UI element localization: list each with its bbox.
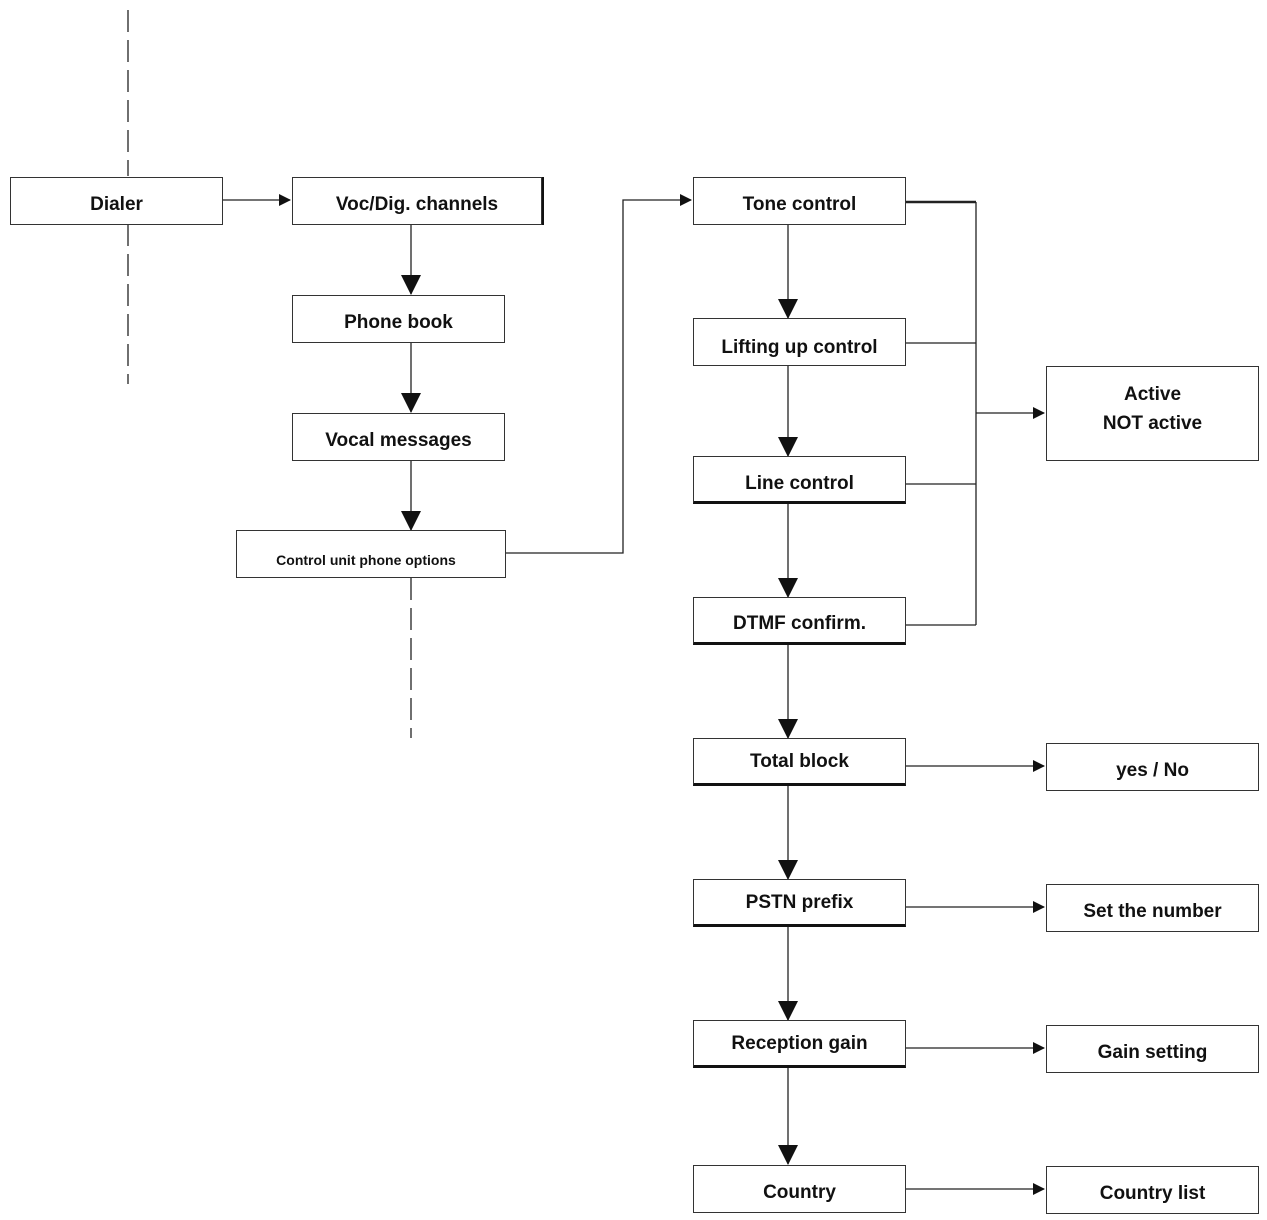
total-block-label: Total block (750, 750, 849, 772)
total-block-box: Total block (693, 738, 906, 786)
country-list-label: Country list (1099, 1182, 1206, 1204)
vocal-messages-box: Vocal messages (292, 413, 505, 461)
tone-control-label: Tone control (742, 193, 857, 215)
country-box: Country (693, 1165, 906, 1213)
gain-setting-label: Gain setting (1097, 1041, 1208, 1063)
yes-no-label: yes / No (1116, 759, 1189, 781)
dtmf-confirm-box: DTMF confirm. (693, 597, 906, 645)
dialer-box: Dialer (10, 177, 223, 225)
dialer-label: Dialer (90, 193, 143, 215)
gain-setting-box: Gain setting (1046, 1025, 1259, 1073)
yes-no-box: yes / No (1046, 743, 1259, 791)
reception-gain-box: Reception gain (693, 1020, 906, 1068)
voc-dig-channels-box: Voc/Dig. channels (292, 177, 542, 225)
tone-control-box: Tone control (693, 177, 906, 225)
not-active-label: NOT active (1102, 412, 1203, 434)
phone-book-box: Phone book (292, 295, 505, 343)
control-unit-phone-options-box: Control unit phone options (236, 530, 506, 578)
phone-book-label: Phone book (344, 311, 453, 333)
pstn-prefix-box: PSTN prefix (693, 879, 906, 927)
set-the-number-label: Set the number (1083, 900, 1222, 922)
lifting-up-control-label: Lifting up control (721, 336, 878, 358)
control-unit-phone-options-label: Control unit phone options (276, 551, 456, 568)
set-the-number-box: Set the number (1046, 884, 1259, 932)
active-state-box: Active NOT active (1046, 366, 1259, 461)
voc-dig-channels-label: Voc/Dig. channels (335, 193, 499, 215)
pstn-prefix-label: PSTN prefix (745, 891, 854, 913)
line-control-box: Line control (693, 456, 906, 504)
reception-gain-label: Reception gain (731, 1032, 868, 1054)
dtmf-confirm-label: DTMF confirm. (733, 612, 866, 634)
line-control-label: Line control (745, 472, 854, 494)
arrow-control-to-tone (505, 194, 692, 554)
vocal-messages-label: Vocal messages (325, 429, 472, 451)
lifting-up-control-box: Lifting up control (693, 318, 906, 366)
country-list-box: Country list (1046, 1166, 1259, 1214)
country-label: Country (763, 1181, 836, 1203)
active-label: Active (1123, 383, 1182, 405)
